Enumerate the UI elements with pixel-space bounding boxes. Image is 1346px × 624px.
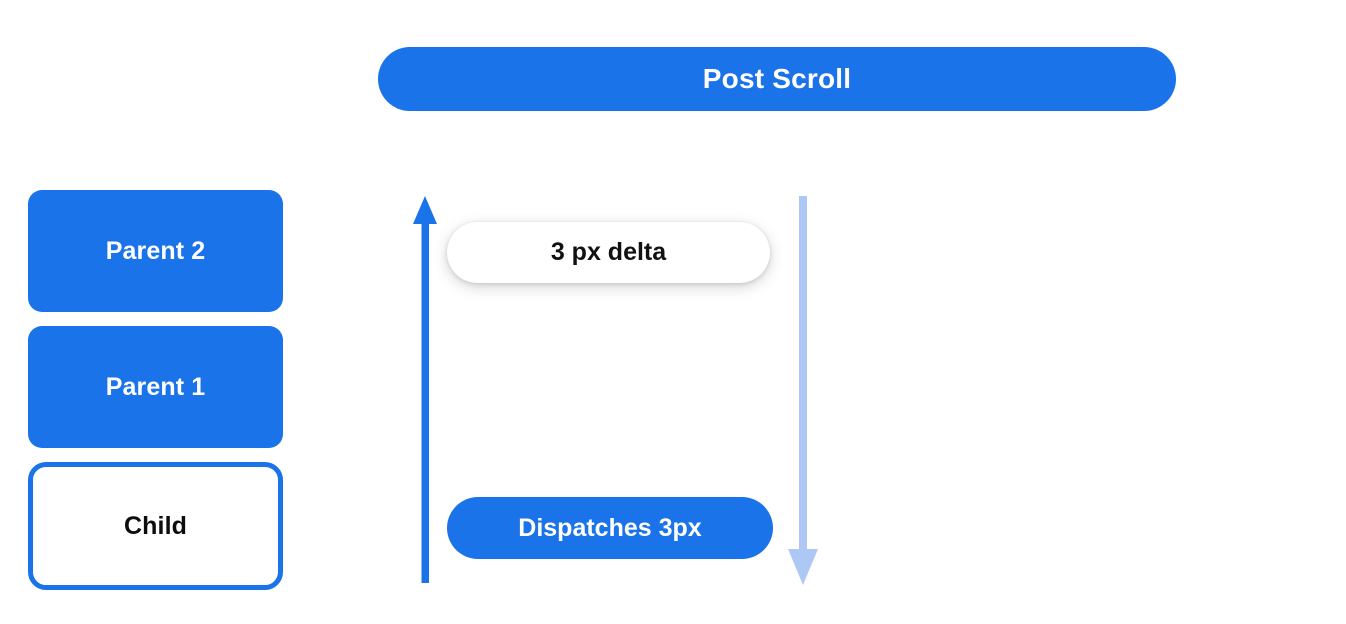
- node-parent-2-label: Parent 2: [105, 236, 206, 265]
- post-scroll-banner[interactable]: Post Scroll: [378, 47, 1176, 111]
- scroll-down-arrow: [788, 196, 818, 585]
- dispatch-pill[interactable]: Dispatches 3px: [447, 497, 773, 559]
- node-parent-1-label: Parent 1: [105, 372, 206, 401]
- post-scroll-banner-label: Post Scroll: [702, 63, 852, 94]
- node-stack: Parent 2 Parent 1 Child: [28, 190, 283, 604]
- node-child-label: Child: [124, 511, 187, 540]
- node-child[interactable]: Child: [28, 462, 283, 590]
- scroll-up-arrow: [413, 196, 437, 583]
- dispatch-pill-label: Dispatches 3px: [518, 513, 702, 542]
- delta-pill[interactable]: 3 px delta: [447, 222, 770, 283]
- node-parent-2[interactable]: Parent 2: [28, 190, 283, 312]
- delta-pill-label: 3 px delta: [550, 238, 667, 266]
- node-parent-1[interactable]: Parent 1: [28, 326, 283, 448]
